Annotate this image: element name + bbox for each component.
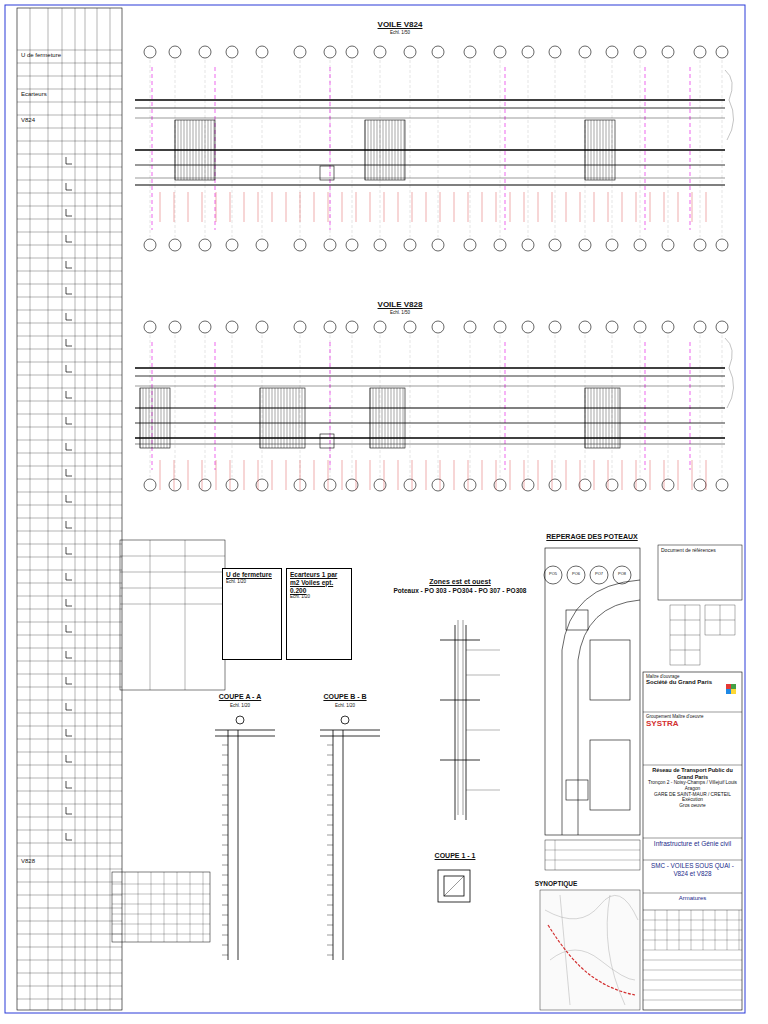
node-text: GARE DE SAINT-MAUR / CRETEIL [646, 792, 739, 798]
column-tag: PO8 [617, 572, 627, 577]
column-tag: PO5 [548, 572, 558, 577]
drawing-heading: VOILE V824 [377, 20, 424, 29]
node-heading: U de fermeture [21, 52, 118, 59]
node-text: Exécution [646, 797, 739, 803]
node-heading: Ecarteurs [21, 91, 118, 98]
reference-box: Document de références [658, 545, 742, 559]
zone-heading: Zones est et ouest [428, 578, 491, 586]
section-heading: COUPE A - A [218, 693, 262, 701]
table-heading: V824 [18, 115, 121, 128]
detail-panel: Ecarteurs 1 par m2 Voiles ept. 0.200Echl… [286, 568, 352, 660]
plan-heading: REPERAGE DES POTEAUX [545, 533, 638, 541]
section-heading: COUPE 1 - 1 [434, 852, 477, 860]
scale-note: Echl. 1/50 [389, 310, 411, 315]
node-heading: Infrastructure et Génie civil [646, 840, 739, 848]
discipline-cell: Infrastructure et Génie civil [643, 838, 742, 860]
node-heading: Réseau de Transport Public du Grand Pari… [646, 767, 739, 780]
map-heading: SYNOPTIQUE [534, 880, 579, 887]
table-heading: Ecarteurs [18, 89, 121, 102]
column-tag: PO6 [571, 572, 581, 577]
node-heading: Document de références [661, 547, 739, 553]
scale-note: Echl. 1/20 [334, 703, 356, 708]
node-text: Tronçon 2 - Noisy-Champs / Villejuif Lou… [646, 780, 739, 792]
node-text: SYSTRA [646, 719, 739, 729]
node-heading: V824 [21, 117, 118, 124]
node-text: Société du Grand Paris [646, 679, 722, 686]
node-text: Gros oeuvre [646, 803, 739, 809]
detail-panel: U de fermetureEchl. 1/20 [222, 568, 282, 660]
node-heading: Groupement Maître d'oeuvre [646, 714, 739, 719]
node-heading: V828 [21, 858, 118, 865]
zone-heading: Poteaux - PO 303 - PO304 - PO 307 - PO30… [393, 587, 528, 594]
project-cell: Réseau de Transport Public du Grand Pari… [643, 765, 742, 838]
drawing-heading: VOILE V828 [377, 300, 424, 309]
engineer-cell: Groupement Maître d'oeuvreSYSTRA [643, 712, 742, 765]
node-heading: Armatures [646, 895, 739, 902]
scale-note: Echl. 1/50 [389, 30, 411, 35]
node-heading: SMC - VOILES SOUS QUAI - V824 et V828 [646, 862, 739, 877]
section-heading: COUPE B - B [322, 693, 367, 701]
drawing-title-cell: SMC - VOILES SOUS QUAI - V824 et V828 [643, 860, 742, 893]
table-heading: U de fermeture [18, 50, 121, 63]
owner-cell: Maître d'ouvrageSociété du Grand Paris [643, 672, 725, 712]
node-heading: U de fermeture [226, 571, 278, 579]
scale-note: Echl. 1/20 [229, 703, 251, 708]
node-heading: Maître d'ouvrage [646, 674, 722, 679]
node-text: Echl. 1/20 [226, 579, 278, 584]
column-tag: PO7 [594, 572, 604, 577]
table-heading: V828 [18, 856, 121, 869]
node-heading: Ecarteurs 1 par m2 Voiles ept. 0.200 [290, 571, 348, 594]
drawing-subject-cell: Armatures [643, 893, 742, 910]
node-text: Echl. 1/20 [290, 594, 348, 599]
